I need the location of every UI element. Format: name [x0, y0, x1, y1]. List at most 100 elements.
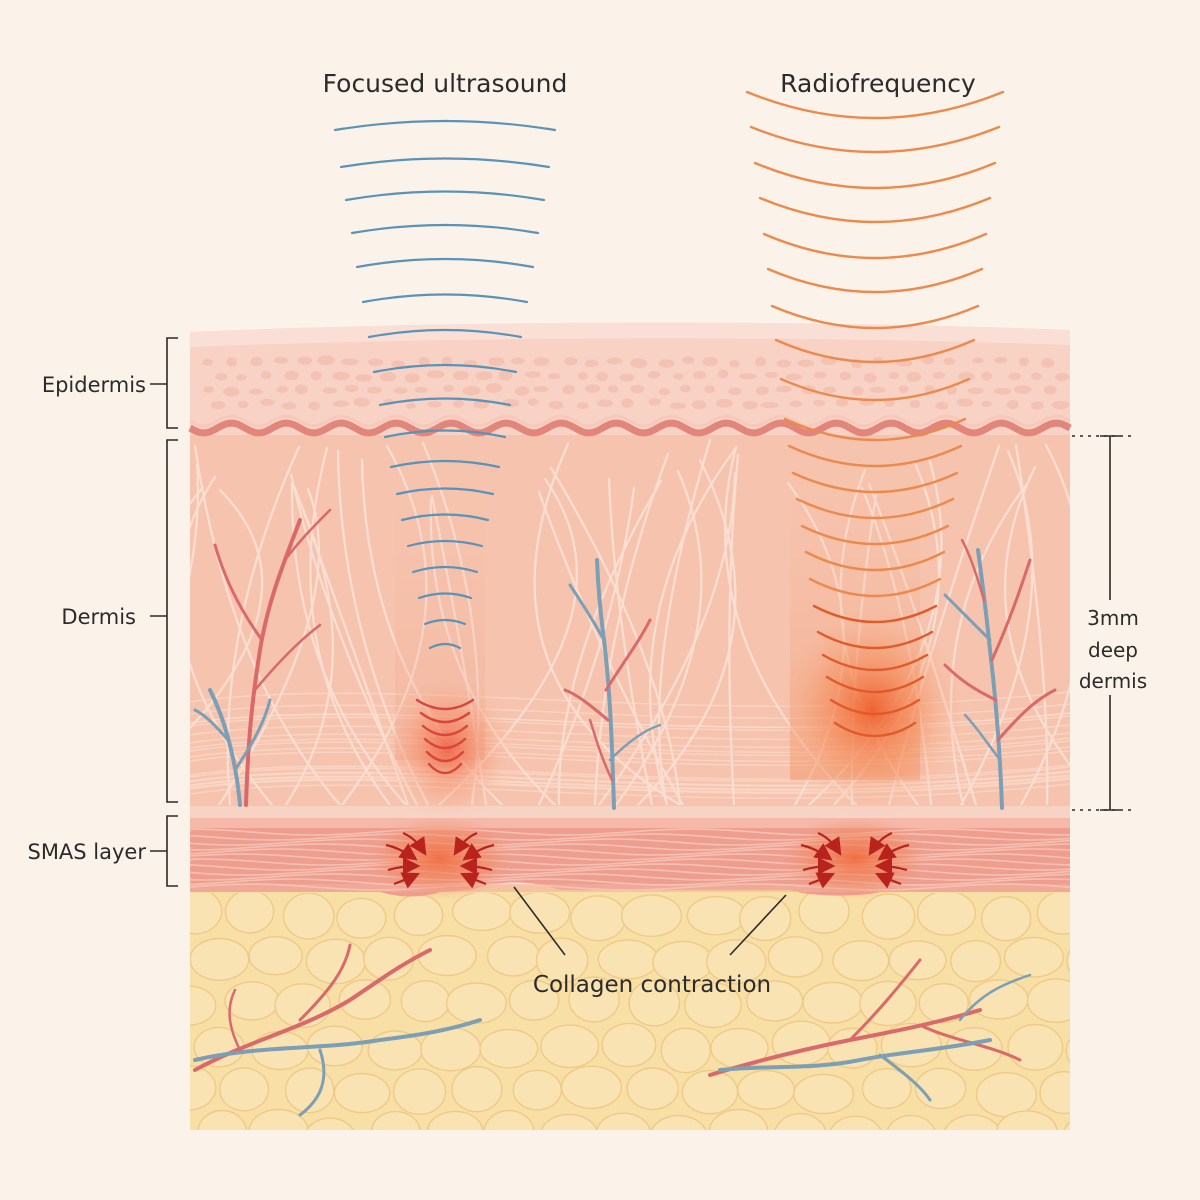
radiofrequency-wave	[774, 338, 976, 364]
epidermis-cell	[630, 358, 647, 368]
ultrasound-wave	[411, 565, 479, 574]
radiofrequency-wave	[825, 675, 925, 694]
fat-layer	[190, 885, 1070, 1130]
fat-cell	[771, 1020, 831, 1066]
epidermis-cell	[260, 398, 275, 406]
radiofrequency-wave	[762, 232, 988, 260]
epidermis-cell	[956, 398, 974, 407]
fat-cell	[861, 1067, 912, 1109]
title-focused-ultrasound: Focused ultrasound	[323, 69, 568, 98]
epidermis-cell	[693, 371, 707, 379]
fat-cell	[370, 1110, 421, 1130]
fat-cell	[486, 935, 540, 977]
epidermis-cell	[441, 356, 453, 367]
radiofrequency-wave	[766, 267, 984, 294]
epidermis-cell	[414, 386, 428, 393]
epidermis-cell	[210, 401, 226, 410]
epidermis-cell	[596, 372, 608, 382]
epidermis-cell	[967, 387, 984, 394]
radiofrequency-wave	[821, 653, 929, 672]
fat-cell	[793, 1073, 855, 1115]
collagen-fiber	[537, 486, 636, 805]
ultrasound-focus-wave	[425, 750, 465, 763]
ultrasound-wave	[339, 157, 551, 169]
epidermis-cell	[1051, 400, 1070, 410]
epidermis-cell	[619, 373, 635, 382]
fat-cell	[190, 893, 223, 935]
epidermis-cell	[367, 358, 384, 366]
ultrasound-wave	[389, 459, 501, 469]
fat-cell	[660, 1027, 711, 1074]
fat-cell	[706, 939, 767, 985]
radiofrequency-wave	[758, 196, 992, 224]
vessel-tree-2	[563, 558, 662, 810]
radiofrequency-wave	[779, 377, 971, 402]
bracket-epidermis	[150, 337, 178, 429]
fat-cell	[773, 1112, 828, 1130]
epidermis-cell	[297, 356, 313, 365]
radiofrequency-wave	[829, 698, 921, 716]
epidermis-cell	[797, 359, 815, 367]
fat-cell	[445, 982, 507, 1025]
epidermis-cell	[906, 372, 922, 382]
epidermis-cell	[281, 402, 297, 410]
epidermis-cell	[839, 371, 852, 381]
fat-blood-vessels	[193, 943, 1032, 1117]
epidermis-cell	[775, 385, 792, 393]
epidermis-cell	[577, 372, 588, 380]
collagen-fiber	[190, 475, 274, 805]
fat-cell	[1036, 893, 1070, 935]
epidermis-cell	[851, 386, 864, 396]
epidermis-cell	[729, 360, 740, 368]
fat-cell	[996, 1110, 1058, 1130]
epidermis-cell	[426, 370, 445, 379]
epidermis-cell	[764, 371, 779, 378]
fat-cell	[479, 1028, 539, 1069]
radiofrequency-wave	[787, 444, 963, 468]
fat-cell	[274, 983, 332, 1029]
epidermis-cell	[1043, 385, 1057, 395]
ultrasound-wave	[333, 119, 557, 132]
epidermis-cell	[658, 388, 670, 396]
label-dermis: Dermis	[61, 605, 136, 629]
epidermis-cell	[576, 402, 589, 409]
epidermis-cell	[994, 387, 1012, 395]
fat-cell	[861, 893, 916, 940]
epidermis-cell	[994, 357, 1008, 364]
epidermis-cell	[621, 398, 634, 408]
radiofrequency-wave	[808, 577, 942, 598]
epidermis-cell	[1007, 400, 1019, 410]
radiofrequency-wave	[833, 721, 917, 738]
epidermis-cell	[453, 399, 464, 408]
epidermis-cell	[673, 373, 684, 380]
collagen-fiber	[190, 463, 200, 805]
epidermis-cell	[1030, 401, 1044, 410]
epidermis-cell	[533, 386, 549, 393]
epidermis-cell	[739, 373, 757, 380]
radiofrequency-wave	[795, 497, 955, 520]
fat-cell	[684, 982, 742, 1029]
fat-cell	[942, 1114, 1003, 1130]
fat-cell	[508, 979, 560, 1021]
epidermis-cell	[728, 387, 742, 396]
fat-cell	[336, 897, 387, 939]
epidermis-cell	[835, 398, 849, 407]
ultrasound-wave	[344, 190, 546, 202]
ultrasound-waves	[333, 119, 557, 775]
fat-cell	[1066, 939, 1070, 983]
epidermis-cell	[702, 357, 718, 367]
smas-fiber	[190, 828, 1070, 836]
epidermis-cell	[789, 400, 803, 408]
epidermis-cell	[332, 400, 350, 407]
fat-cell	[224, 893, 275, 934]
radiofrequency-wave	[812, 604, 938, 624]
fat-cell	[1063, 1114, 1070, 1130]
fat-cell	[248, 1108, 310, 1130]
radiofrequency-wave	[816, 630, 934, 650]
fat-cell	[190, 1064, 217, 1111]
collagen-fiber	[226, 445, 301, 805]
epidermis-cell	[332, 371, 350, 381]
fat-cell	[539, 1113, 599, 1130]
radiofrequency-waves	[745, 90, 1005, 738]
